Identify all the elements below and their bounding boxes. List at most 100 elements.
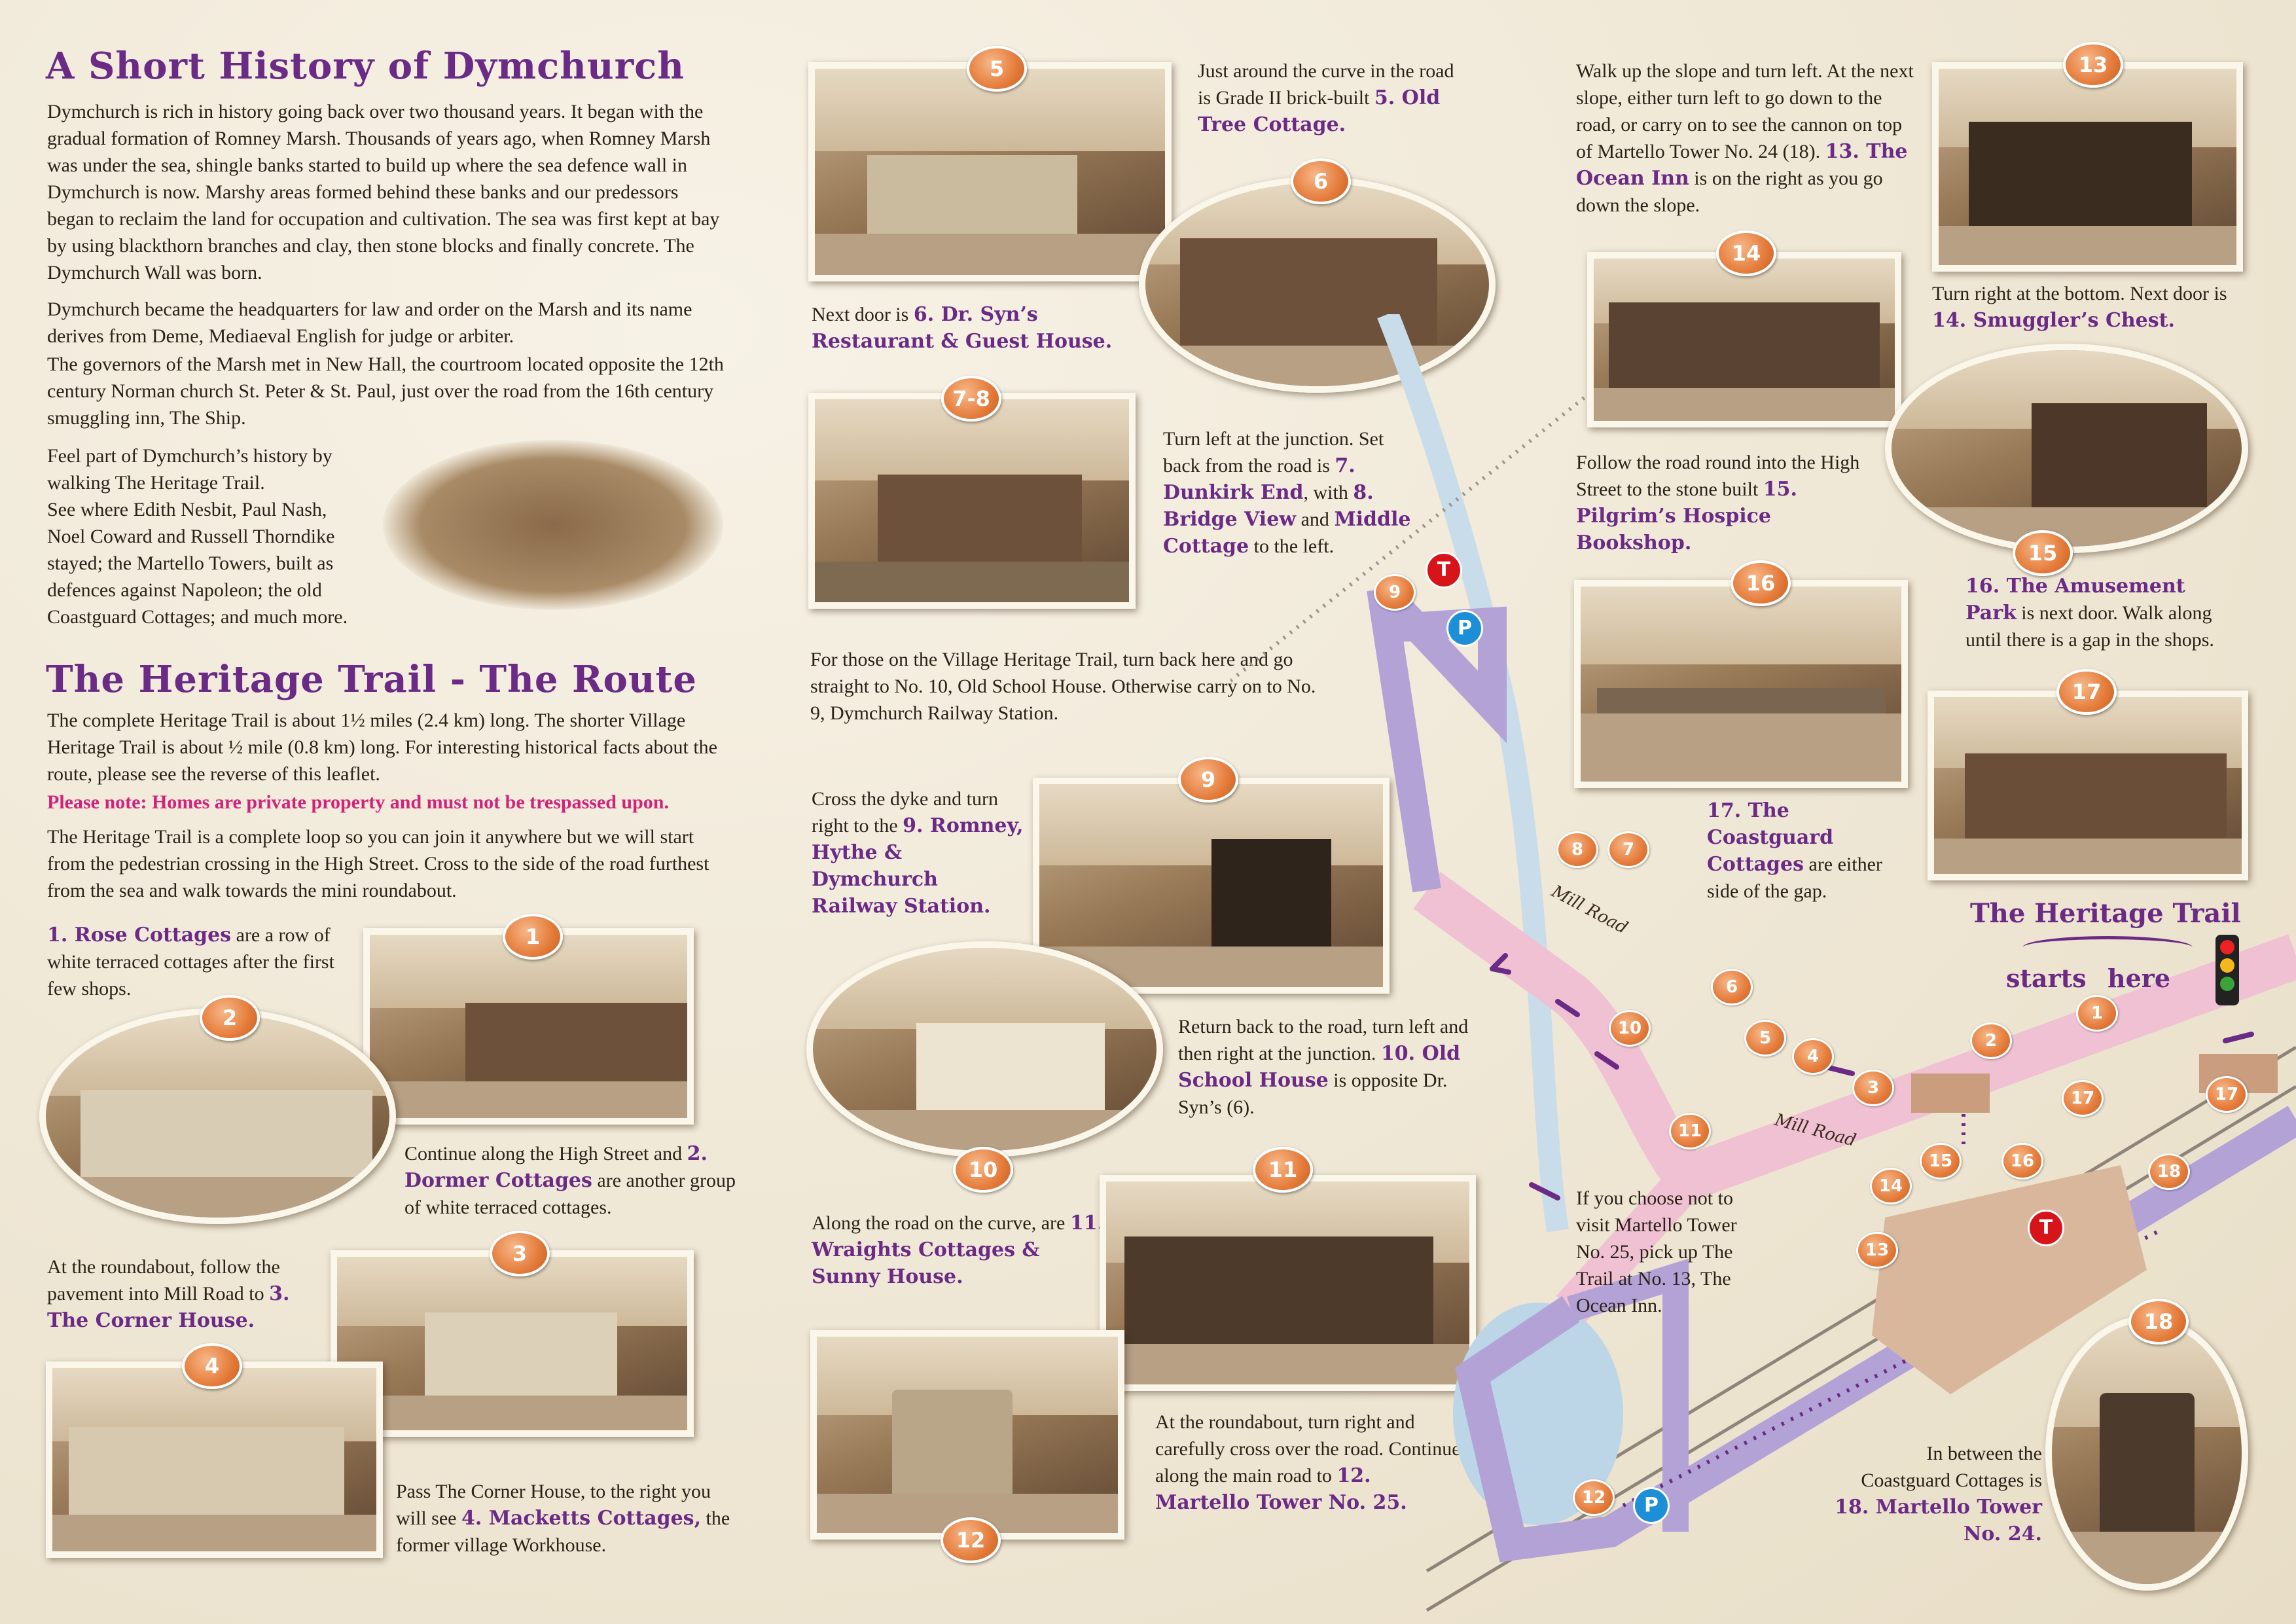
stop-16-text: 16. The Amusement Park is next door. Wal… xyxy=(1965,575,2214,651)
stop-12-text: At the roundabout, turn right and carefu… xyxy=(1155,1411,1461,1514)
history-title: A Short History of Dymchurch xyxy=(46,45,685,88)
stop-11-photo xyxy=(1100,1175,1476,1391)
trail-start-flourish xyxy=(2022,936,2193,959)
map-marker-10: 10 xyxy=(1609,1010,1651,1047)
stop-18-text: In between the Coastguard Cottages is 18… xyxy=(1835,1443,2042,1545)
map-marker-9: 9 xyxy=(1374,574,1416,611)
stop-10-text: Return back to the road, turn left and t… xyxy=(1178,1016,1469,1118)
stop-3-badge: 3 xyxy=(490,1231,550,1276)
stop-12-badge: 12 xyxy=(941,1517,1001,1563)
high-street-road xyxy=(1413,871,2296,1206)
stop-11-badge: 11 xyxy=(1253,1147,1313,1193)
stop-3-photo xyxy=(331,1250,694,1437)
map-marker-7: 7 xyxy=(1607,831,1649,868)
stop-7-8-photo xyxy=(808,393,1136,609)
stop-4-badge: 4 xyxy=(182,1343,242,1389)
stop-15-text: Follow the road round into the High Stre… xyxy=(1576,452,1860,554)
route-title: The Heritage Trail - The Route xyxy=(46,658,698,701)
street-scene-photo xyxy=(383,440,723,610)
map-marker-16: 16 xyxy=(2001,1143,2043,1180)
stop-10-photo xyxy=(806,941,1163,1157)
history-paragraph-2b: The governors of the Marsh met in New Ha… xyxy=(47,353,724,429)
stop-1-photo xyxy=(363,928,694,1125)
village-trail-note: For those on the Village Heritage Trail,… xyxy=(810,649,1316,724)
arrow-icon xyxy=(1529,1182,1560,1200)
stop-5-badge: 5 xyxy=(967,46,1027,92)
stop-16-photo xyxy=(1574,580,1908,788)
stop-18-badge: 18 xyxy=(2128,1299,2189,1344)
dyke-water xyxy=(1377,314,1569,1233)
stop-13-text: Walk up the slope and turn left. At the … xyxy=(1576,60,1914,216)
stop-2-photo xyxy=(39,1008,396,1224)
stop-14-photo xyxy=(1587,252,1901,427)
stop-16-badge: 16 xyxy=(1731,560,1791,606)
stop-18-photo xyxy=(2045,1316,2248,1591)
trespass-note: Please note: Homes are private property … xyxy=(47,791,669,813)
stop-10-badge: 10 xyxy=(953,1147,1013,1193)
stop-7-8-badge: 7-8 xyxy=(941,376,1001,422)
map-marker-4: 4 xyxy=(1792,1038,1834,1075)
stop-15-photo xyxy=(1885,344,2248,553)
mill-road-link xyxy=(1556,1164,1704,1323)
stop-4-photo xyxy=(46,1362,383,1558)
history-paragraph-1: Dymchurch is rich in history going back … xyxy=(47,101,720,283)
stop-14-text: Turn right at the bottom. Next door is 1… xyxy=(1932,283,2227,332)
parking-icon-2: P xyxy=(1633,1487,1670,1524)
stop-11-text: Along the road on the curve, are 11. Wra… xyxy=(812,1212,1105,1288)
arrow-icon xyxy=(1555,999,1580,1017)
stop-6-badge: 6 xyxy=(1291,158,1351,204)
trail-station-spur xyxy=(1371,579,1507,744)
stop-1-text: 1. Rose Cottages are a row of white terr… xyxy=(47,924,334,1000)
stop-13-photo xyxy=(1932,62,2243,272)
stop-15-badge: 15 xyxy=(2013,530,2073,576)
trail-segment-a xyxy=(1367,586,1441,893)
map-marker-18: 18 xyxy=(2148,1153,2190,1190)
stop-2-text: Continue along the High Street and 2. Do… xyxy=(404,1142,736,1218)
map-marker-2: 2 xyxy=(1970,1022,2012,1059)
parking-icon: P xyxy=(1446,610,1483,647)
stop-3-text: At the roundabout, follow the pavement i… xyxy=(47,1256,290,1332)
stop-4-text: Pass The Corner House, to the right you … xyxy=(396,1481,730,1556)
map-marker-3: 3 xyxy=(1852,1070,1894,1106)
amusement-park-area xyxy=(1872,1165,2147,1394)
toilets-icon-2: T xyxy=(2028,1210,2064,1246)
map-marker-5: 5 xyxy=(1744,1020,1786,1056)
stop-14-badge: 14 xyxy=(1716,230,1776,276)
map-marker-8: 8 xyxy=(1556,831,1598,868)
stop-5-photo xyxy=(808,62,1172,281)
stop-7-8-text: Turn left at the junction. Set back from… xyxy=(1163,428,1411,558)
skip-tower-note: If you choose not to visit Martello Towe… xyxy=(1576,1187,1737,1316)
trail-start-title: The Heritage Trail xyxy=(1970,898,2241,929)
arrow-icon xyxy=(2223,1032,2254,1043)
stop-5-text: Just around the curve in the road is Gra… xyxy=(1198,60,1454,136)
stop-13-badge: 13 xyxy=(2063,42,2123,88)
map-marker-17b: 17 xyxy=(2206,1076,2248,1113)
arrow-icon xyxy=(1823,1064,1855,1076)
toilets-icon: T xyxy=(1426,552,1462,588)
history-paragraph-2a: Dymchurch became the headquarters for la… xyxy=(47,298,692,347)
route-paragraph-1: The complete Heritage Trail is about 1½ … xyxy=(47,710,717,785)
stop-1-badge: 1 xyxy=(503,914,563,960)
map-marker-15: 15 xyxy=(1920,1143,1962,1180)
arrow-icon xyxy=(1594,1051,1619,1070)
arrow-icon xyxy=(1490,953,1511,975)
building-block xyxy=(1911,1074,1990,1113)
history-paragraph-3: Feel part of Dymchurch’s history by walk… xyxy=(47,445,348,628)
stop-2-badge: 2 xyxy=(200,995,260,1041)
route-paragraph-2: The Heritage Trail is a complete loop so… xyxy=(47,826,709,901)
trail-start-starts: starts xyxy=(2006,964,2087,993)
traffic-light-icon xyxy=(2215,935,2239,1005)
map-marker-1: 1 xyxy=(2076,995,2118,1032)
map-marker-12: 12 xyxy=(1573,1479,1615,1516)
stop-9-badge: 9 xyxy=(1178,757,1238,803)
trail-start-here: here xyxy=(2108,964,2171,993)
trail-map xyxy=(1230,314,2296,1612)
trail-link xyxy=(1567,1258,1689,1532)
map-marker-13: 13 xyxy=(1856,1232,1898,1269)
stop-17-text: 17. The Coastguard Cottages are either s… xyxy=(1707,799,1882,902)
map-marker-11: 11 xyxy=(1669,1113,1711,1149)
map-marker-17a: 17 xyxy=(2062,1080,2104,1117)
stop-9-text: Cross the dyke and turn right to the 9. … xyxy=(812,788,1024,918)
stop-6-text: Next door is 6. Dr. Syn’s Restaurant & G… xyxy=(812,303,1113,353)
map-marker-14: 14 xyxy=(1870,1168,1912,1204)
